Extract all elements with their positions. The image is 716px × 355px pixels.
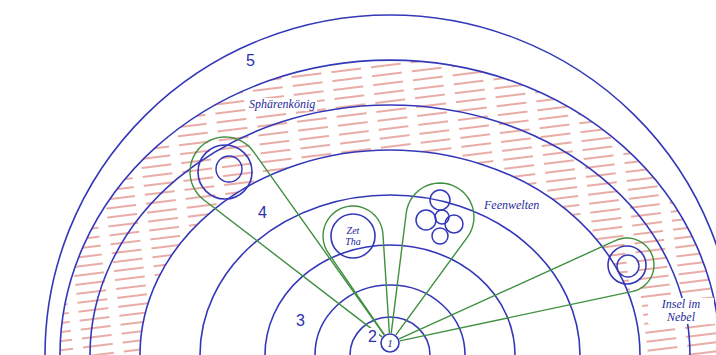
ring-arc <box>140 150 640 355</box>
connection-loop <box>323 206 389 335</box>
ring-arc <box>200 195 580 355</box>
small-world <box>430 190 450 210</box>
hatched-band <box>60 60 716 355</box>
ring-number: 4 <box>256 204 269 222</box>
world-label: Feenwelten <box>482 199 541 212</box>
world-label: Sphärenkönig <box>247 98 317 111</box>
circle-outline <box>197 144 253 200</box>
circle-label: Zet Tha <box>340 225 366 247</box>
ring-number: 2 <box>366 328 379 346</box>
small-world <box>435 210 449 224</box>
circle-border <box>608 246 646 284</box>
ring-arc <box>265 245 515 355</box>
world-circle: 1 <box>380 333 400 353</box>
connection-loop <box>391 183 474 335</box>
world-circle: Zet Tha <box>330 213 376 259</box>
world-circle: Feenwelten <box>413 190 467 244</box>
ring-arc <box>315 285 465 355</box>
small-world <box>445 215 463 233</box>
circle-label: 1 <box>387 337 393 349</box>
ring-arc <box>60 60 716 355</box>
ring-number: 5 <box>244 52 257 70</box>
circle-border <box>381 334 399 352</box>
world-label: Insel im Nebel <box>648 298 714 324</box>
circle-outline <box>607 245 647 285</box>
world-circle: Sphärenkönig <box>197 144 253 200</box>
ring-number: 3 <box>294 312 307 330</box>
inner-circle <box>216 156 242 182</box>
world-circle: Insel im Nebel <box>607 245 647 285</box>
circle-border <box>331 214 375 258</box>
circle-border <box>198 145 252 199</box>
connection-loop <box>190 137 384 337</box>
ring-arc <box>350 317 430 355</box>
connection-loop <box>399 238 654 341</box>
inner-circle <box>617 255 639 277</box>
small-world <box>432 228 448 244</box>
circle-outline <box>413 190 467 244</box>
ring-arc <box>45 15 716 355</box>
ring-arc <box>90 105 690 355</box>
small-world <box>416 210 436 230</box>
